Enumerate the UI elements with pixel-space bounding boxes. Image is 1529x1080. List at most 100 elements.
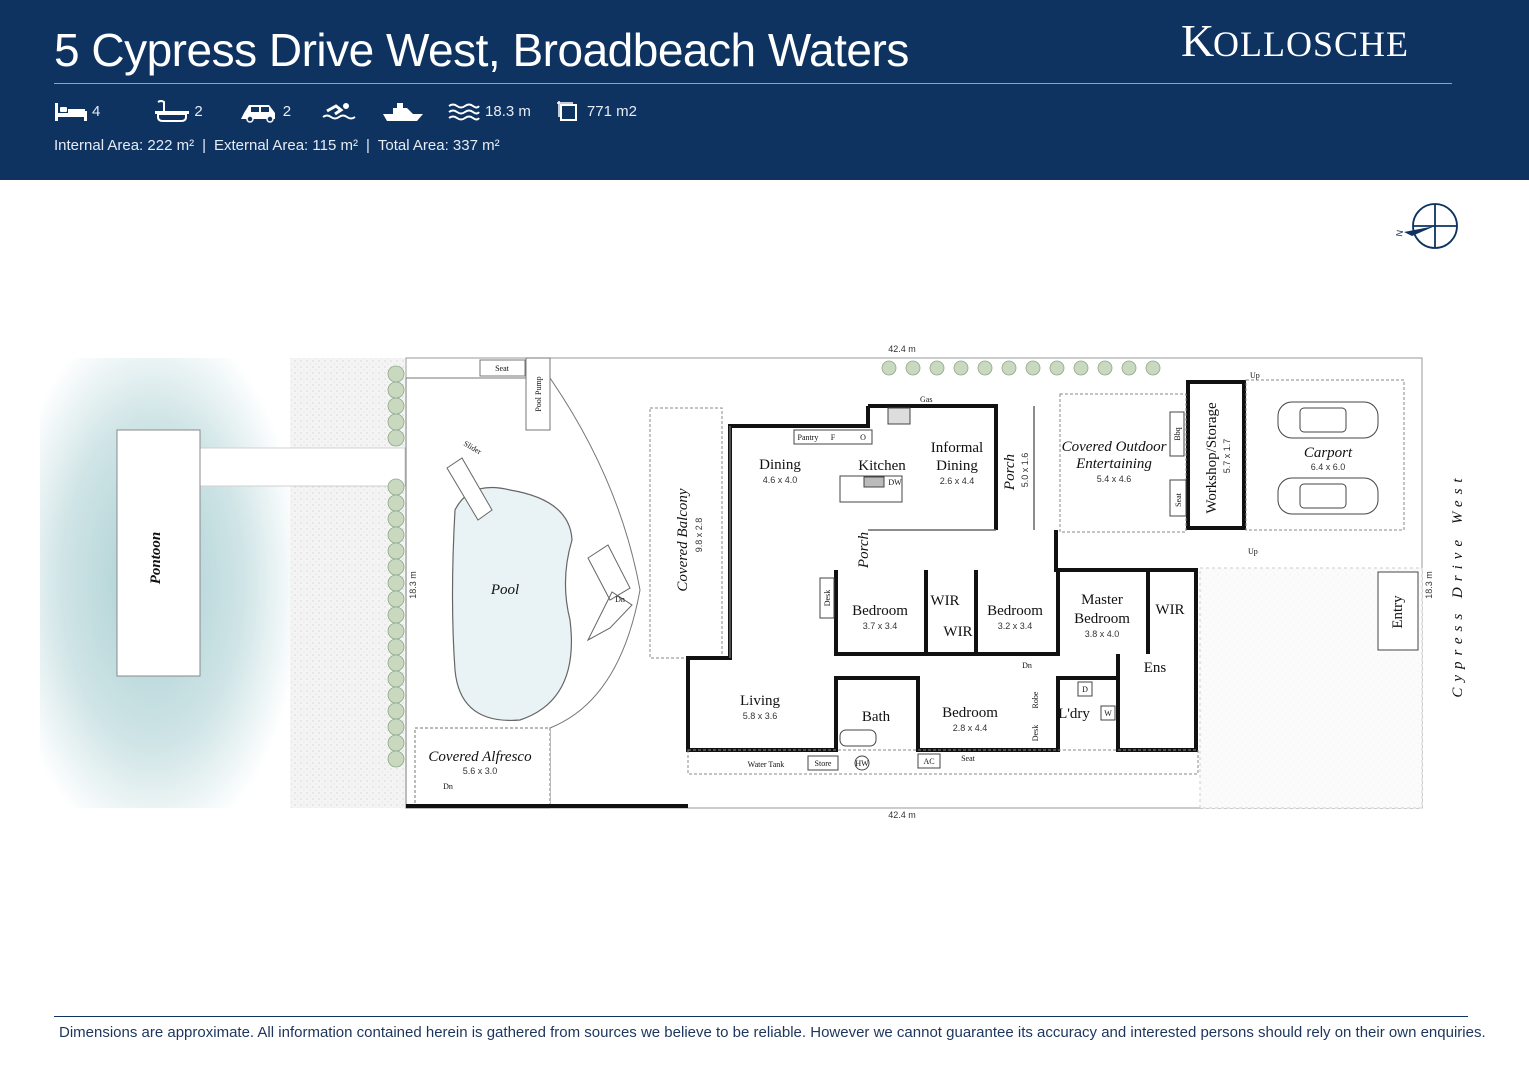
pool-pump-label: Pool Pump bbox=[534, 376, 543, 411]
area-summary: Internal Area: 222 m²|External Area: 115… bbox=[54, 137, 500, 154]
workshop-dim: 5.7 x 1.7 bbox=[1222, 439, 1232, 474]
pantry-bench bbox=[793, 429, 873, 445]
feature-baths-value: 2 bbox=[194, 102, 203, 120]
dim-left: 18.3 m bbox=[408, 571, 418, 599]
feature-cars: 2 bbox=[240, 99, 292, 123]
seat-outdoor-label: Seat bbox=[1174, 492, 1183, 507]
dim-top: 42.4 m bbox=[888, 344, 916, 354]
informal-label: Informal bbox=[931, 440, 983, 456]
outdoor-dim: 5.4 x 4.6 bbox=[1097, 474, 1132, 484]
dw-label: DW bbox=[888, 478, 902, 487]
bbq-label: Bbq bbox=[1173, 427, 1182, 440]
alfresco-dn: Dn bbox=[443, 782, 453, 791]
header-banner: 5 Cypress Drive West, Broadbeach Waters … bbox=[0, 0, 1529, 180]
svg-text:K: K bbox=[1181, 16, 1215, 66]
address-text: 5 Cypress Drive West, bbox=[54, 24, 501, 76]
hw-label: HW bbox=[855, 759, 869, 768]
carport-label: Carport bbox=[1304, 445, 1353, 461]
bathtub bbox=[839, 729, 877, 747]
brand-logo: K OLLOSCHE bbox=[1181, 15, 1451, 79]
car-top-icon bbox=[1277, 401, 1379, 515]
alfresco-dim: 5.6 x 3.0 bbox=[463, 766, 498, 776]
gas-label: Gas bbox=[920, 395, 932, 404]
waterfront-gravel bbox=[290, 358, 405, 808]
up-top-label: Up bbox=[1250, 371, 1260, 380]
feature-boat bbox=[381, 99, 425, 123]
porch-mid-label: Porch bbox=[856, 532, 872, 569]
desk-1-label: Desk bbox=[823, 590, 832, 606]
pantry-label: Pantry bbox=[798, 433, 819, 442]
seat-bottom-label: Seat bbox=[961, 754, 976, 763]
porch-north-label: Porch bbox=[1002, 454, 1018, 491]
balcony-dim: 9.8 x 2.8 bbox=[694, 518, 704, 553]
dn-laundry-label: Dn bbox=[1022, 661, 1032, 670]
dining-label: Dining bbox=[759, 457, 801, 473]
boat-icon bbox=[383, 103, 424, 121]
total-area: Total Area: 337 m² bbox=[377, 137, 500, 154]
bath-icon bbox=[155, 100, 190, 122]
property-title: 5 Cypress Drive West, Broadbeach Waters bbox=[54, 22, 909, 78]
feature-cars-value: 2 bbox=[282, 102, 292, 120]
store bbox=[807, 755, 839, 771]
bedroom-2-label: Bedroom bbox=[987, 603, 1043, 619]
water-tank-label: Water Tank bbox=[748, 760, 785, 769]
sink-icon bbox=[863, 476, 885, 488]
suburb-text: Broadbeach Waters bbox=[512, 24, 909, 76]
robe-label: Robe bbox=[1031, 691, 1040, 708]
covered-balcony bbox=[649, 407, 723, 659]
bath-label: Bath bbox=[862, 709, 891, 725]
bedroom-3-label: Bedroom bbox=[942, 705, 998, 721]
bedroom-1-label: Bedroom bbox=[852, 603, 908, 619]
swimming-pool bbox=[451, 486, 573, 722]
pontoon bbox=[116, 429, 201, 677]
dining-dim: 4.6 x 4.0 bbox=[763, 475, 798, 485]
car-icon bbox=[240, 105, 275, 123]
entry-porch bbox=[1377, 571, 1419, 651]
jetty-walkway bbox=[198, 447, 406, 487]
external-area: External Area: 115 m² bbox=[213, 137, 358, 154]
header-divider bbox=[54, 83, 1452, 84]
compass-icon bbox=[1404, 203, 1458, 249]
pool-pump bbox=[525, 357, 551, 431]
feature-beds-value: 4 bbox=[92, 102, 101, 120]
laundry-label: L'dry bbox=[1058, 706, 1090, 722]
informal-label-2: Dining bbox=[936, 458, 978, 474]
dryer-label: D bbox=[1082, 685, 1088, 694]
swim-icon bbox=[322, 103, 356, 120]
footer-divider bbox=[54, 1016, 1468, 1017]
fridge-label: F bbox=[831, 433, 836, 442]
svg-text:OLLOSCHE: OLLOSCHE bbox=[1213, 24, 1409, 64]
covered-alfresco bbox=[414, 727, 551, 809]
outdoor-label: Covered Outdoor bbox=[1062, 439, 1167, 455]
wir-2-label: WIR bbox=[943, 624, 972, 640]
feature-frontage-value: 18.3 m bbox=[485, 102, 531, 120]
carport-dim: 6.4 x 6.0 bbox=[1311, 462, 1346, 472]
alfresco-label: Covered Alfresco bbox=[428, 749, 532, 765]
workshop-label: Workshop/Storage bbox=[1204, 402, 1220, 514]
seat-top-label: Seat bbox=[495, 364, 510, 373]
feature-frontage: 18.3 m bbox=[447, 99, 531, 123]
compass-north-label: N bbox=[1394, 229, 1405, 237]
pontoon-label: Pontoon bbox=[148, 532, 164, 585]
brand-logo-wordmark: K OLLOSCHE bbox=[1181, 15, 1409, 66]
hedge-west bbox=[387, 365, 405, 768]
bedroom-3-dim: 2.8 x 4.4 bbox=[953, 723, 988, 733]
hedge-north bbox=[881, 360, 1161, 376]
glass-walls bbox=[729, 406, 1035, 658]
dim-right: 18.3 m bbox=[1424, 571, 1434, 599]
pool-steps bbox=[586, 544, 633, 642]
dim-bottom: 42.4 m bbox=[888, 810, 916, 820]
feature-beds: 4 bbox=[54, 99, 100, 123]
internal-area: Internal Area: 222 m² bbox=[54, 137, 195, 154]
ensuite-label: Ens bbox=[1144, 660, 1167, 676]
pool-slider bbox=[446, 457, 493, 521]
feature-land-value: 771 m2 bbox=[586, 102, 637, 120]
balcony-label: Covered Balcony bbox=[675, 488, 691, 591]
desk-2-label: Desk bbox=[1031, 725, 1040, 741]
side-path bbox=[687, 749, 1199, 775]
wir-1-label: WIR bbox=[930, 593, 959, 609]
dryer bbox=[1077, 681, 1093, 697]
seat-top bbox=[479, 359, 526, 377]
street-name: Cypress Drive West bbox=[1450, 472, 1466, 697]
living-label: Living bbox=[740, 693, 780, 709]
